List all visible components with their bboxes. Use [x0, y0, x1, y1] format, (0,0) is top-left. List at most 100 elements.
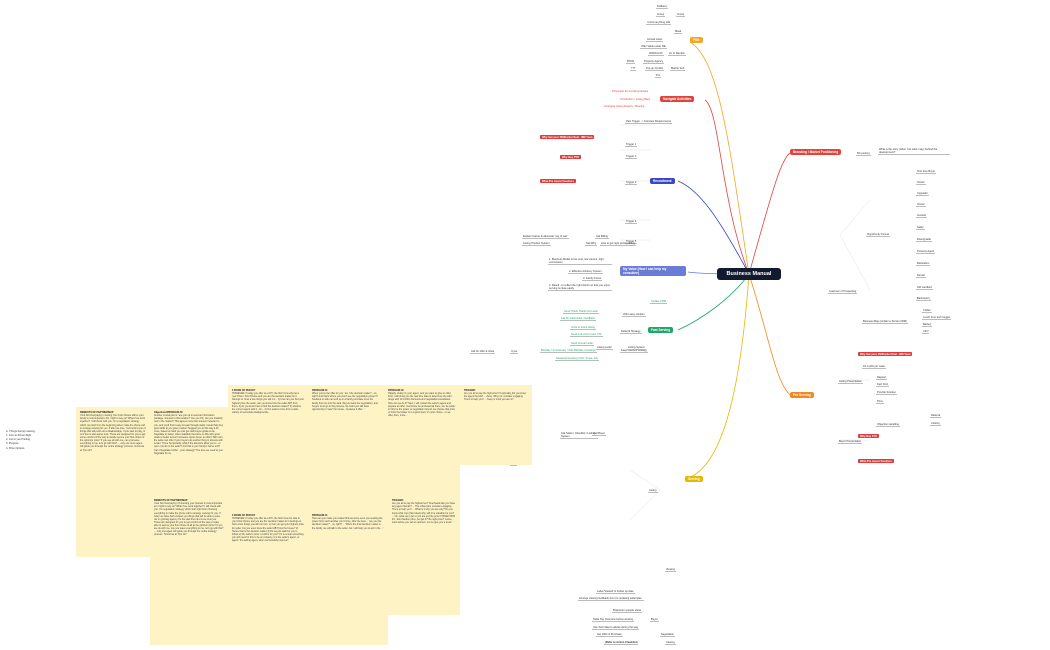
fast-item: Invite to future listing	[570, 326, 596, 331]
branch-recruitment[interactable]: Recruitment	[650, 178, 675, 184]
recruit-item: Trigger 1	[625, 143, 638, 148]
pre-sub: Property Agent	[916, 250, 936, 255]
branch-pre[interactable]: Pre Serving	[790, 392, 814, 398]
branch-branding[interactable]: Branding / Market Positioning	[790, 149, 842, 155]
note-body: HOWEVER, if today you offer as a DIY, th…	[232, 517, 304, 542]
serving-sub: Ask Seller / Checklist / Listing System	[560, 432, 598, 440]
pre-sub: Investor	[916, 214, 928, 219]
note-block: PROBLEM #1:How can you make your sales t…	[308, 510, 388, 645]
serving-item: Ask for offer & close	[470, 350, 496, 355]
recruit-tag: What Pre Assist Vouchers	[540, 179, 576, 184]
note-heading: Objections/PROBLEM #3:	[154, 411, 184, 414]
branch-fast[interactable]: Fast Serving	[648, 327, 674, 333]
left-list-item: A. Things during meeting	[6, 430, 35, 433]
note-heading: PROBLEM #2:	[388, 389, 405, 392]
branch-pills[interactable]: Pills	[690, 37, 703, 43]
fast-item: Update CRM	[650, 300, 667, 305]
pills-item: Offer Value Letter RE	[640, 45, 667, 50]
recruit-item: Trigger 4	[625, 220, 638, 225]
pre-voucher-tag: What Pre Assist Vouchers	[858, 459, 894, 464]
fast-item: Offer easy solution	[622, 313, 646, 318]
pre-bizcard: Business Bag (similar to Terrain CRM)	[862, 320, 908, 325]
navigate-item: Introduction / Letting Back	[620, 98, 650, 101]
pre-coffee: Barbey	[922, 323, 933, 328]
pre-tag: Why Get your 4500/order Deal - 888 Yuan	[858, 352, 913, 357]
myvalue-item: 3. Family Focus	[582, 277, 603, 282]
pills-item: Annual Letter	[646, 38, 664, 43]
pre-listing: Listing Presentation	[838, 380, 863, 385]
serving-sub: (Refer to Action Checklist)	[604, 641, 639, 646]
note-body: When you've the offer for you: 'am I the…	[312, 392, 378, 411]
recruit-item: Sell Why	[585, 242, 598, 247]
note-body: How can you make your sales think as som…	[312, 517, 384, 530]
pills-item: Dollbarry	[656, 5, 669, 10]
pre-sub: Seller	[916, 226, 925, 231]
serving-sub: Call Buyer	[592, 432, 606, 437]
note-heading: PROBLEM #1:	[312, 389, 329, 392]
pre-step: Provide Solution	[876, 391, 897, 396]
myvalue-item: 2. Effective Advisory System	[568, 270, 603, 275]
pre-tag: Do 4 pills per week	[862, 365, 886, 370]
branding-item: 5th posting	[856, 152, 871, 157]
pre-step: Objection Handling	[876, 423, 900, 428]
pre-sub: First time Buyer	[916, 170, 937, 175]
root-node[interactable]: Business Manual	[717, 268, 781, 280]
navigate-item: Pill people for recruitment/sales	[612, 90, 649, 93]
fast-item: Seasonal Greeting (CNY, Xmas, etc)	[555, 357, 600, 362]
pre-step: Referral	[930, 414, 942, 419]
pre-buyer: Buyer Presentation	[838, 440, 863, 445]
recruit-item: How to get right pricing listing	[600, 242, 636, 247]
recruit-tag: Why Get your 4500/order Deal - 888 Yuan	[540, 135, 595, 140]
fast-item: Send Annual Letter	[570, 342, 595, 347]
note-body: I feel Not Overpaying / Protecting your …	[154, 502, 224, 537]
pre-step: Closing	[930, 422, 941, 427]
fast-item: Referral Strategy	[620, 330, 642, 335]
pills-item: 2000/month	[648, 52, 664, 57]
pre-coffee: CFO	[922, 330, 930, 335]
pre-step: Price	[876, 400, 884, 405]
branch-navigate[interactable]: Navigate Activities	[660, 96, 695, 102]
pre-sub: Rental	[916, 274, 926, 279]
serving-item: Buyer	[650, 618, 659, 623]
note-body: Another crucial part is: 'are you ok to …	[154, 414, 224, 455]
note-block: TRIGGER:Are you all to pay the highest f…	[388, 495, 460, 615]
pre-step: Fact Find	[876, 383, 889, 388]
recruit-item: Pain Trigger -> Interview Requirements	[625, 120, 673, 125]
pills-item: 777	[630, 67, 637, 72]
serving-item: Closing	[665, 641, 676, 646]
pre-coffee: Lunch from tech hugger	[922, 316, 952, 321]
navigate-item: Arranging Listing Enquiry / Meeting	[604, 105, 645, 108]
pre-why-tag: Why Buy PTO	[858, 434, 880, 439]
pre-sub: Old Landlord	[916, 286, 933, 291]
recruit-item: Trigger 3	[625, 181, 638, 186]
serving-sub: Listing System	[627, 346, 646, 351]
note-heading: TRIGGER:	[392, 499, 404, 502]
note-heading: BENEFITS OF PARTNERSHIP	[154, 499, 188, 502]
pills-item: Pro	[655, 74, 662, 79]
pre-sub: Owner	[916, 203, 926, 208]
serving-item: Listing	[648, 489, 658, 494]
pre-step: Rapport	[876, 376, 888, 381]
serving-sub: Table Top Overview before viewing	[592, 618, 635, 623]
pre-sub: Downgrader	[916, 238, 933, 243]
note-block: TRIGGER:Are you all to pay the high pric…	[460, 385, 532, 465]
serving-item: If yes	[510, 350, 519, 355]
pills-item: Hi, to Mention	[668, 52, 687, 57]
note-body: Are you all to pay the high price? If op…	[464, 392, 526, 402]
serving-sub: Label 'Viewed' & Follow up date	[596, 590, 635, 595]
serving-sub: Use Tech data to advise during the way	[592, 626, 640, 631]
pills-item: Group	[656, 13, 666, 18]
serving-item: Negotiation	[660, 633, 676, 638]
recruit-item: Trigger 5	[625, 240, 638, 245]
branch-myvalue[interactable]: My Value (How I can help my consultee)	[620, 266, 686, 276]
fast-item: Keep relevant strategy	[620, 349, 648, 354]
note-heading: 3 PAINS OF PER DIY	[232, 389, 256, 392]
left-list-item: 3. Purpose	[6, 442, 19, 446]
pills-item: Mask	[674, 30, 683, 35]
pre-sub: Bankruptcy	[916, 297, 931, 302]
branch-serving[interactable]: Serving	[685, 476, 703, 482]
pills-item: I know anything pills	[646, 21, 672, 26]
fast-item: Send Thank Thank Out Letter	[563, 310, 600, 315]
